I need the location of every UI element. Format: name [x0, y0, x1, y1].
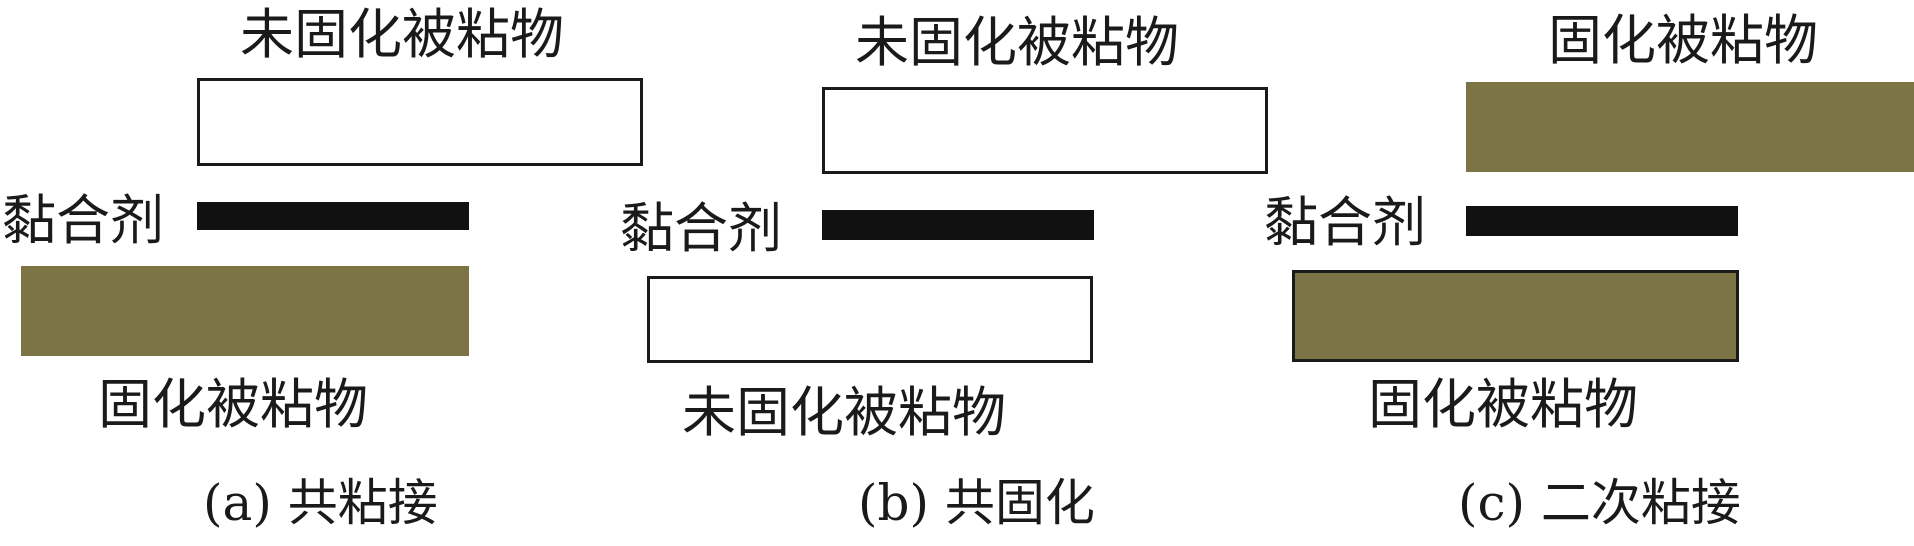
panel-a-adhesive-layer	[197, 202, 469, 230]
panel-c-bottom-adherend	[1292, 270, 1739, 362]
panel-a-bottom-label: 固化被粘物	[98, 373, 368, 436]
panel-c-top-adherend	[1466, 82, 1914, 172]
panel-b-caption: (b) 共固化	[858, 474, 1095, 532]
panel-a-top-label: 未固化被粘物	[240, 3, 564, 66]
panel-b-adhesive-label: 黏合剂	[620, 197, 782, 260]
panel-b-bottom-label: 未固化被粘物	[682, 381, 1006, 444]
panel-a-top-adherend	[197, 78, 643, 166]
panel-b-top-label: 未固化被粘物	[855, 11, 1179, 74]
panel-c-bottom-label: 固化被粘物	[1368, 373, 1638, 436]
panel-a-bottom-adherend	[21, 266, 469, 356]
panel-c-adhesive-label: 黏合剂	[1264, 191, 1426, 254]
panel-a-caption: (a) 共粘接	[203, 474, 438, 532]
panel-c-top-label: 固化被粘物	[1548, 9, 1818, 72]
panel-b-adhesive-layer	[822, 210, 1094, 240]
panel-c-caption: (c) 二次粘接	[1458, 474, 1741, 532]
panel-b-top-adherend	[822, 87, 1268, 174]
panel-a-adhesive-label: 黏合剂	[2, 189, 164, 252]
panel-b-bottom-adherend	[647, 276, 1093, 363]
panel-c-adhesive-layer	[1466, 206, 1738, 236]
